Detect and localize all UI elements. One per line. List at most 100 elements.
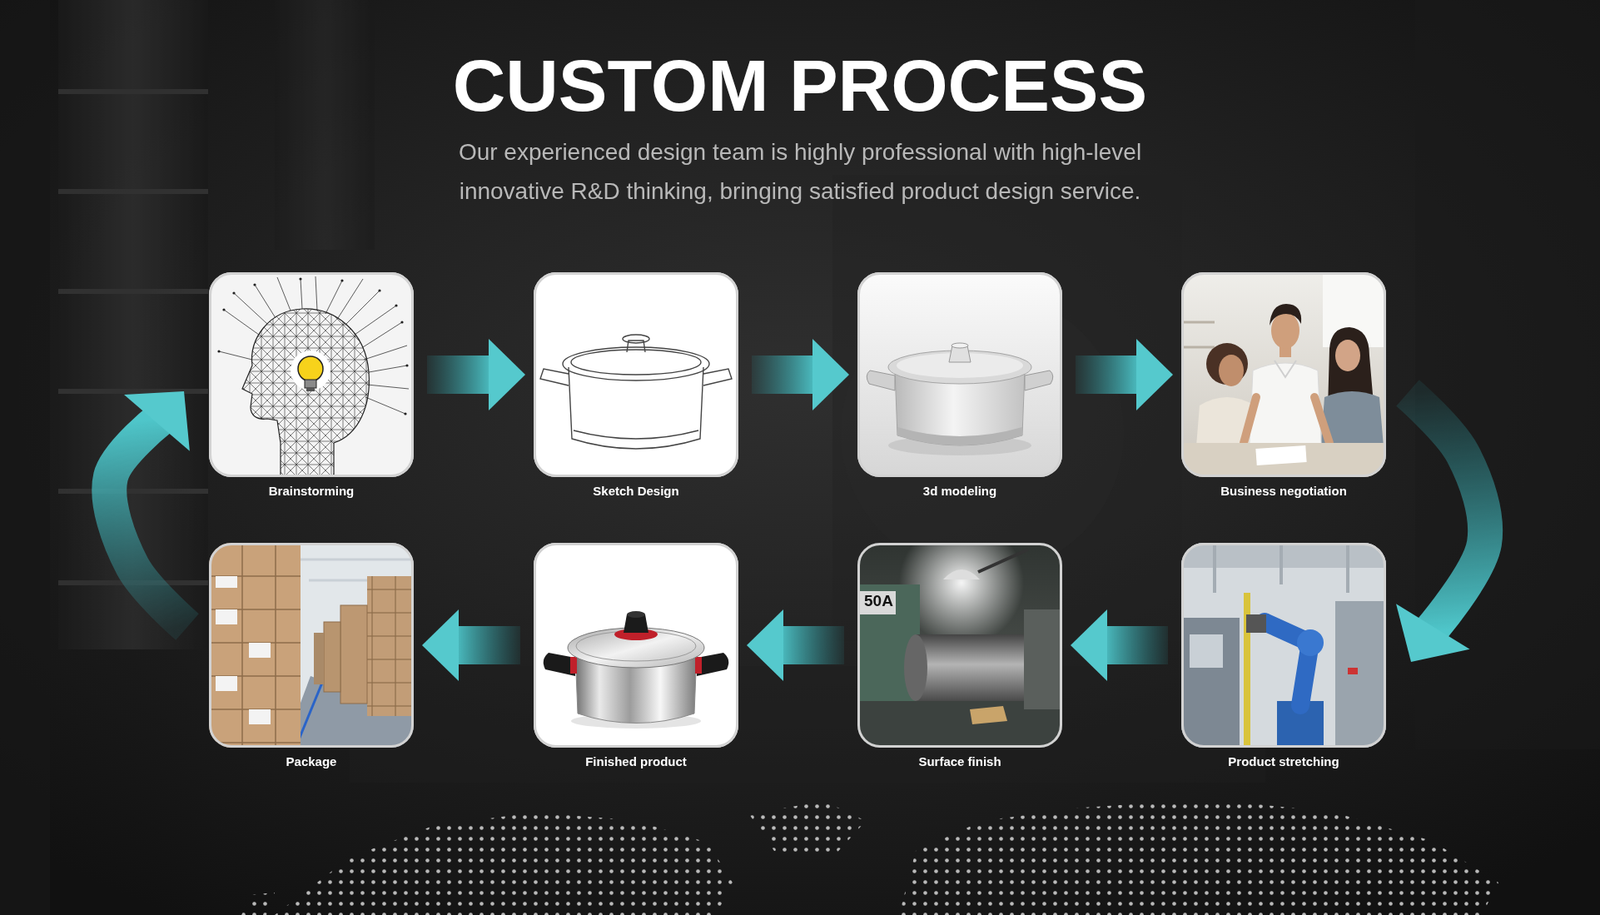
image-card	[1181, 542, 1387, 748]
brainstorm-illustration	[340, 278, 343, 282]
brainstorm-illustration	[405, 363, 408, 367]
lathe-photo	[904, 634, 928, 701]
process-step: Product stretching	[1181, 542, 1387, 770]
flow-arrow	[1075, 338, 1173, 411]
subtitle: Our experienced design team is highly pr…	[317, 132, 1283, 211]
flow-arrow	[1396, 392, 1486, 662]
step-label: Product stretching	[1181, 754, 1387, 770]
factory-photo	[1181, 542, 1387, 748]
arrow-head	[812, 338, 850, 411]
arrow-head	[1070, 609, 1108, 681]
meeting-photo	[1269, 303, 1302, 326]
brainstorm-illustration	[306, 387, 315, 392]
sketch-illustration	[571, 349, 701, 375]
brainstorm-illustration	[208, 272, 414, 478]
factory-photo	[1214, 542, 1348, 593]
pot-photo	[533, 542, 739, 748]
warehouse-photo	[367, 576, 414, 716]
sketch-illustration	[533, 272, 739, 478]
meeting-photo	[1181, 322, 1215, 348]
step-label: Business negotiation	[1181, 483, 1387, 499]
arrow-head	[1396, 603, 1470, 662]
arrow-head	[746, 609, 784, 681]
factory-photo	[1181, 542, 1387, 568]
sketch-illustration	[622, 334, 650, 343]
dotted-world-map	[241, 799, 1499, 915]
step-label: 3d modeling	[857, 483, 1063, 499]
meeting-photo	[1335, 339, 1361, 372]
pot-photo	[626, 611, 646, 618]
sketch-illustration	[540, 334, 732, 449]
model-illustration	[897, 427, 1023, 446]
process-step: Finished product	[533, 542, 739, 770]
warehouse-photo	[248, 709, 271, 725]
arrow-body	[1075, 355, 1143, 394]
image-card	[208, 272, 414, 478]
factory-backdrop	[58, 0, 209, 650]
factory-photo	[1189, 634, 1223, 668]
warehouse-photo	[215, 576, 238, 588]
brainstorm-illustration	[208, 272, 414, 478]
image-card	[857, 542, 1063, 748]
sketch-illustration	[540, 368, 569, 386]
brainstorm-illustration	[403, 412, 407, 415]
lathe-photo	[943, 569, 980, 580]
brainstorm-illustration	[232, 291, 235, 294]
model-illustration	[857, 272, 1063, 478]
arrow-body	[1407, 392, 1486, 632]
warehouse-photo	[208, 542, 301, 748]
factory-photo	[1181, 617, 1240, 748]
lathe-photo	[859, 591, 896, 615]
arrow-body	[452, 626, 521, 665]
photo-sign-text: 50A	[862, 591, 895, 611]
brainstorm-illustration	[304, 379, 317, 388]
model-illustration	[866, 370, 895, 391]
flow-arrow	[422, 609, 521, 681]
process-step: 3d modeling	[857, 272, 1063, 499]
arrow-head	[124, 391, 190, 452]
arrow-head	[488, 338, 526, 411]
image-card	[533, 272, 739, 478]
arrow-body	[109, 417, 188, 627]
pot-photo	[570, 656, 577, 674]
flow-arrow	[427, 338, 526, 411]
pot-photo	[695, 656, 702, 674]
factory-photo	[1347, 667, 1358, 675]
dotted-world-map	[274, 812, 733, 915]
meeting-photo	[1271, 312, 1300, 349]
model-illustration	[857, 272, 1063, 478]
brainstorm-illustration	[394, 303, 398, 307]
arrow-head	[422, 609, 459, 681]
step-label: Package	[208, 754, 414, 770]
dotted-world-map	[241, 892, 275, 915]
brainstorm-illustration	[290, 350, 331, 391]
arrow-head	[1136, 338, 1173, 411]
flow-arrow	[746, 609, 845, 681]
lathe-photo	[915, 634, 1024, 701]
pot-photo	[533, 542, 739, 748]
step-label: Finished product	[533, 754, 739, 770]
brainstorm-illustration	[253, 283, 256, 286]
image-card	[1181, 272, 1387, 478]
factory-backdrop	[349, 665, 1266, 783]
model-illustration	[951, 342, 969, 348]
step-label: Sketch Design	[533, 483, 739, 499]
process-step: Package	[208, 542, 414, 770]
lathe-photo	[857, 542, 1063, 748]
title: CUSTOM PROCESS	[0, 44, 1600, 128]
meeting-photo	[1243, 397, 1330, 443]
meeting-photo	[1181, 272, 1387, 478]
lathe-photo	[857, 542, 1063, 748]
lathe-photo	[969, 705, 1008, 725]
process-step: Brainstorming	[208, 272, 414, 499]
warehouse-photo	[323, 621, 341, 692]
warehouse-photo	[313, 632, 324, 685]
warehouse-photo	[248, 642, 271, 658]
brainstorm-illustration	[217, 349, 220, 353]
arrow-body	[1101, 626, 1168, 665]
factory-photo	[1296, 629, 1324, 656]
